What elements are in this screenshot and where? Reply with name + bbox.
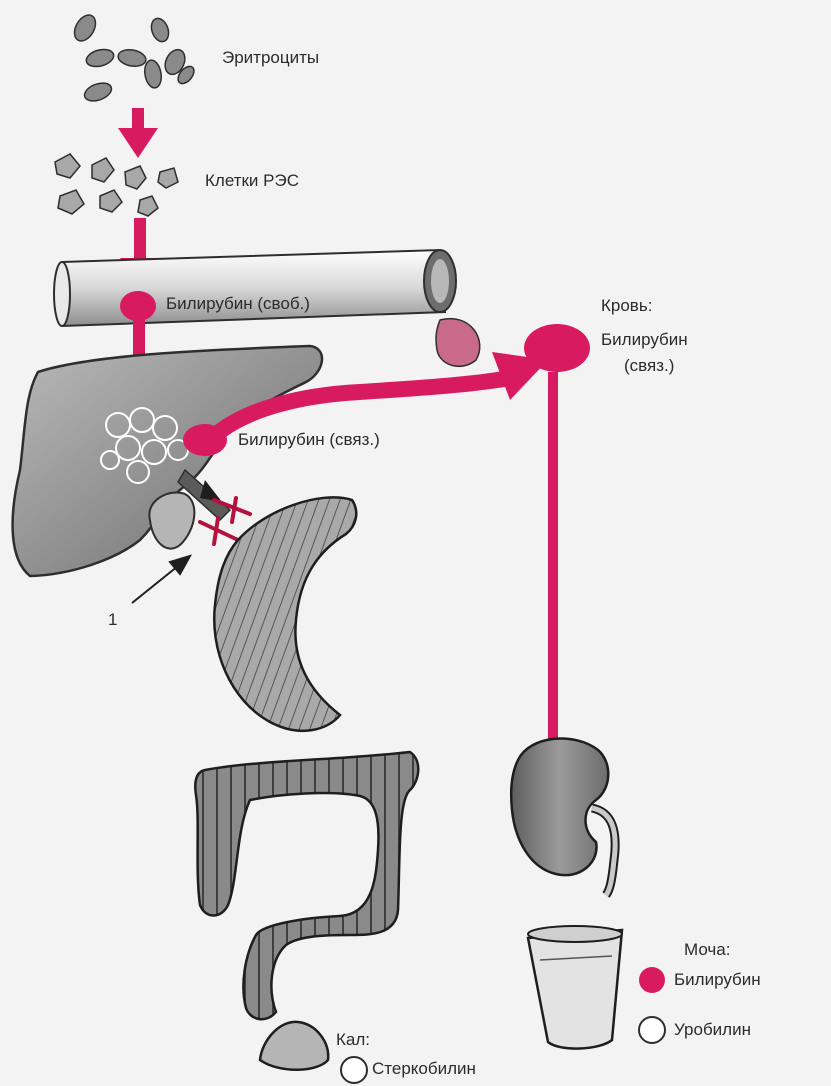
colon: [195, 752, 418, 1019]
label-urine-urobilin: Уробилин: [674, 1020, 751, 1040]
feces-stercobilin-marker: [341, 1057, 367, 1083]
bilirubin-bound-dot: [183, 424, 227, 456]
label-feces-stercobilin: Стеркобилин: [372, 1059, 476, 1079]
urine-urobilin-marker: [639, 1017, 665, 1043]
blood-drop: [436, 319, 480, 367]
blood-bilirubin-dot: [524, 324, 590, 372]
label-feces-title: Кал:: [336, 1030, 370, 1050]
urine-beaker: [528, 926, 622, 1049]
label-marker-1: 1: [108, 610, 117, 630]
arrow-erythrocytes-to-res: [118, 108, 158, 158]
res-cells-icon: [55, 154, 178, 216]
label-urine-title: Моча:: [684, 940, 730, 960]
label-blood-bound: (связ.): [624, 356, 674, 376]
label-res-cells: Клетки РЭС: [205, 171, 299, 191]
feces: [260, 1022, 328, 1070]
duodenum: [214, 497, 356, 730]
blood-vessel: [54, 250, 456, 326]
label-erythrocytes: Эритроциты: [222, 48, 319, 68]
arrow-blood-to-kidney: [530, 372, 576, 800]
bilirubin-free-dot: [120, 291, 156, 321]
kidney: [511, 739, 615, 895]
label-blood-bilirubin: Билирубин: [601, 330, 688, 350]
erythrocytes-icon: [70, 11, 197, 104]
label-urine-bilirubin: Билирубин: [674, 970, 761, 990]
label-bilirubin-free: Билирубин (своб.): [166, 294, 310, 314]
label-blood-title: Кровь:: [601, 296, 652, 316]
urine-bilirubin-marker: [639, 967, 665, 993]
label-bilirubin-bound: Билирубин (связ.): [238, 430, 380, 450]
marker-arrow-1: [132, 556, 190, 603]
